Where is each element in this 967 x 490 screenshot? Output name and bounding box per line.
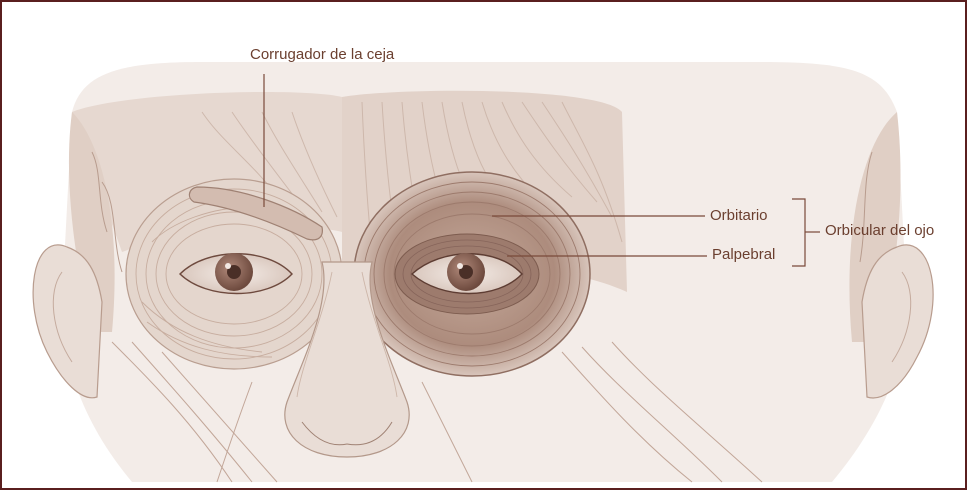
orbicular-label: Orbicular del ojo: [825, 222, 934, 240]
orbitario-label: Orbitario: [710, 207, 768, 225]
left-ear: [33, 245, 102, 398]
palpebral-label: Palpebral: [712, 246, 775, 264]
right-ear: [862, 245, 933, 398]
corrugator-label: Corrugador de la ceja: [250, 46, 394, 64]
